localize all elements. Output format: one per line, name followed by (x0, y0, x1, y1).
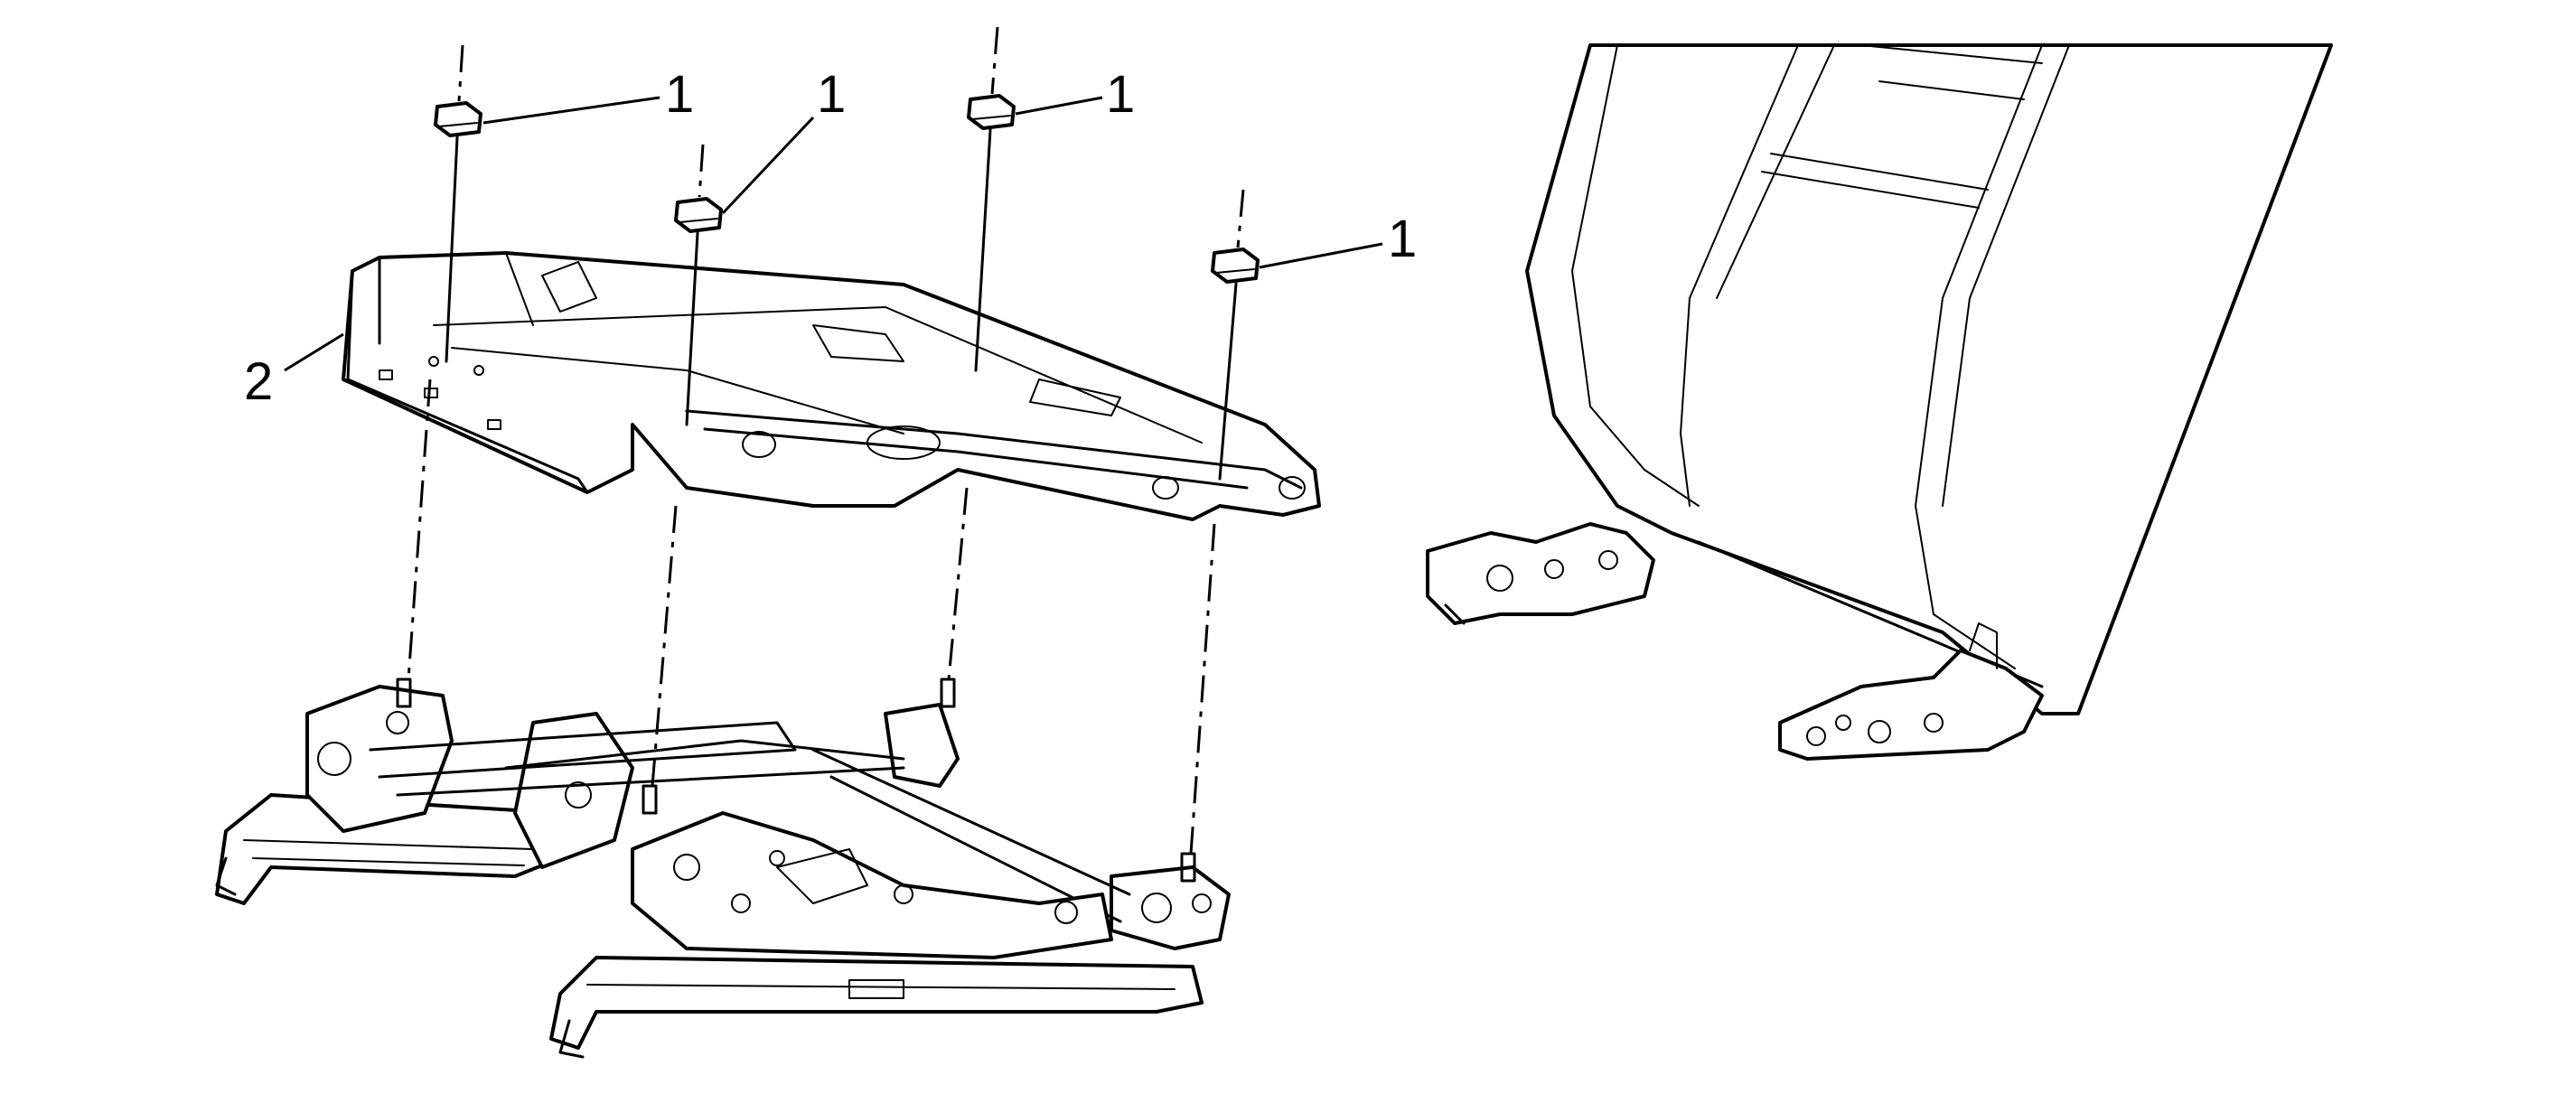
callout-label-1d: 1 (1388, 210, 1417, 268)
seatback-assembly (1426, 43, 2333, 761)
stud-center-lines (407, 26, 1245, 855)
callout-label-1b: 1 (817, 65, 846, 124)
leader-1a (482, 96, 660, 125)
callout-label-1c: 1 (1106, 65, 1135, 124)
leader-1c (1015, 96, 1103, 116)
leader-1d (1259, 242, 1383, 269)
nut-1d (1211, 248, 1260, 284)
callout-label-2: 2 (244, 352, 273, 411)
callout-leaders (284, 96, 1383, 372)
nut-1b (674, 197, 723, 233)
nut-1c (967, 94, 1016, 130)
seat-cushion-frame (342, 251, 1321, 521)
leader-1b (721, 116, 815, 215)
seat-adjuster-track-assembly (215, 678, 1231, 1059)
leader-2 (284, 332, 344, 372)
callout-label-1a: 1 (665, 65, 694, 124)
nut-1a (434, 101, 482, 137)
